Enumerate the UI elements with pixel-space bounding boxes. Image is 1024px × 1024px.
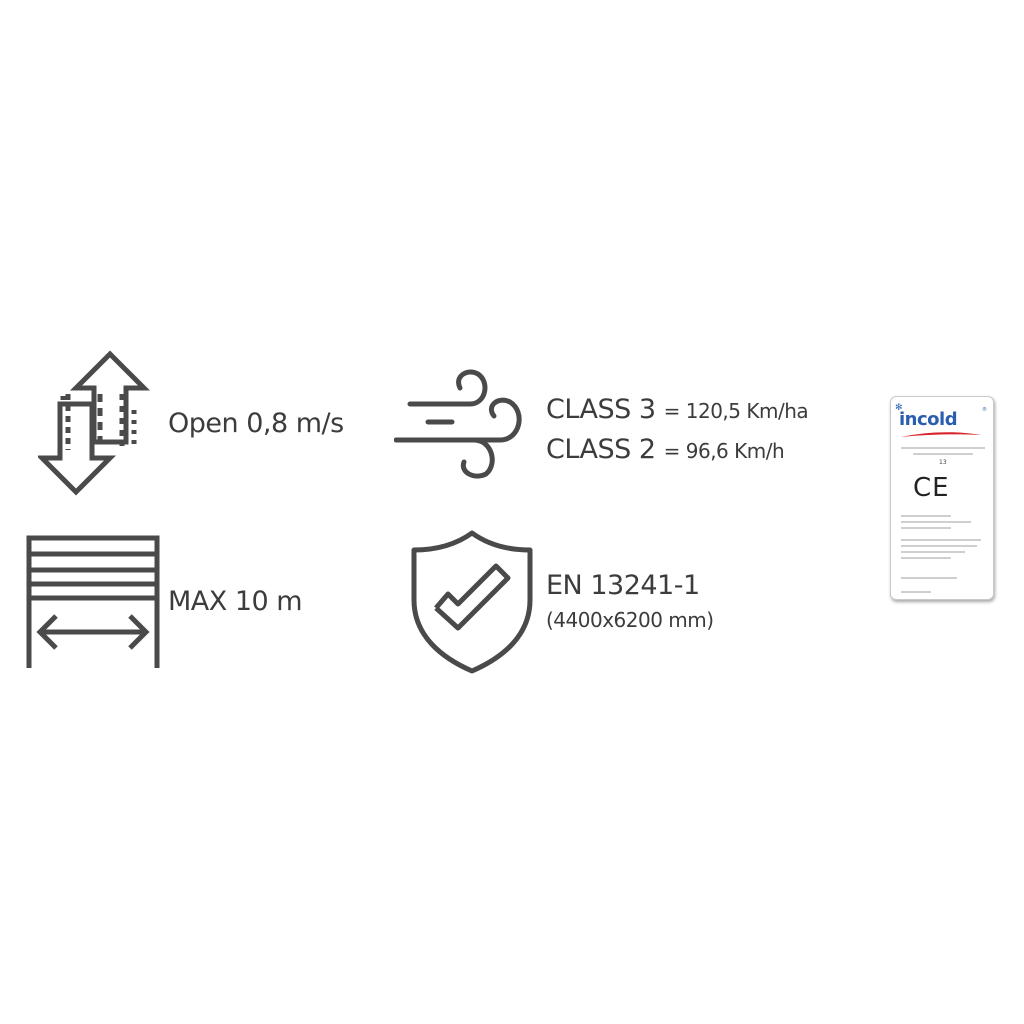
standard-title: EN 13241-1 xyxy=(546,570,700,601)
wind-class-2: CLASS 2 = 96,6 Km/h xyxy=(546,434,785,465)
standard-dimensions: (4400x6200 mm) xyxy=(546,608,714,632)
label-line xyxy=(901,447,985,449)
up-down-arrows-icon xyxy=(38,350,150,496)
snowflake-icon: ✻ xyxy=(895,403,903,413)
label-line xyxy=(901,539,981,541)
label-line xyxy=(913,453,973,455)
label-line xyxy=(901,591,931,593)
wind-class-3: CLASS 3 = 120,5 Km/ha xyxy=(546,394,809,425)
shield-check-icon xyxy=(410,530,534,674)
wind-icon xyxy=(394,364,530,482)
wind-class-2-label: CLASS 2 xyxy=(546,434,656,465)
label-line xyxy=(901,521,971,523)
registered-mark-icon: ® xyxy=(982,407,987,413)
label-line xyxy=(901,551,965,553)
label-year: 13 xyxy=(939,459,947,466)
opening-speed-text: Open 0,8 m/s xyxy=(168,408,344,439)
door-width-icon xyxy=(26,534,160,670)
label-line xyxy=(901,527,951,529)
max-width-text: MAX 10 m xyxy=(168,586,303,617)
label-line xyxy=(901,515,951,517)
label-line xyxy=(901,577,957,579)
label-line xyxy=(901,545,977,547)
ce-mark: CE xyxy=(913,473,950,503)
wind-class-3-value: = 120,5 Km/ha xyxy=(663,399,809,423)
ce-certification-label: ✻ incold ® 13 CE xyxy=(890,396,994,600)
brand-logo: incold xyxy=(899,409,958,430)
logo-swoosh xyxy=(901,432,981,437)
wind-class-2-value: = 96,6 Km/h xyxy=(663,439,785,463)
wind-class-3-label: CLASS 3 xyxy=(546,394,656,425)
label-line xyxy=(901,557,951,559)
